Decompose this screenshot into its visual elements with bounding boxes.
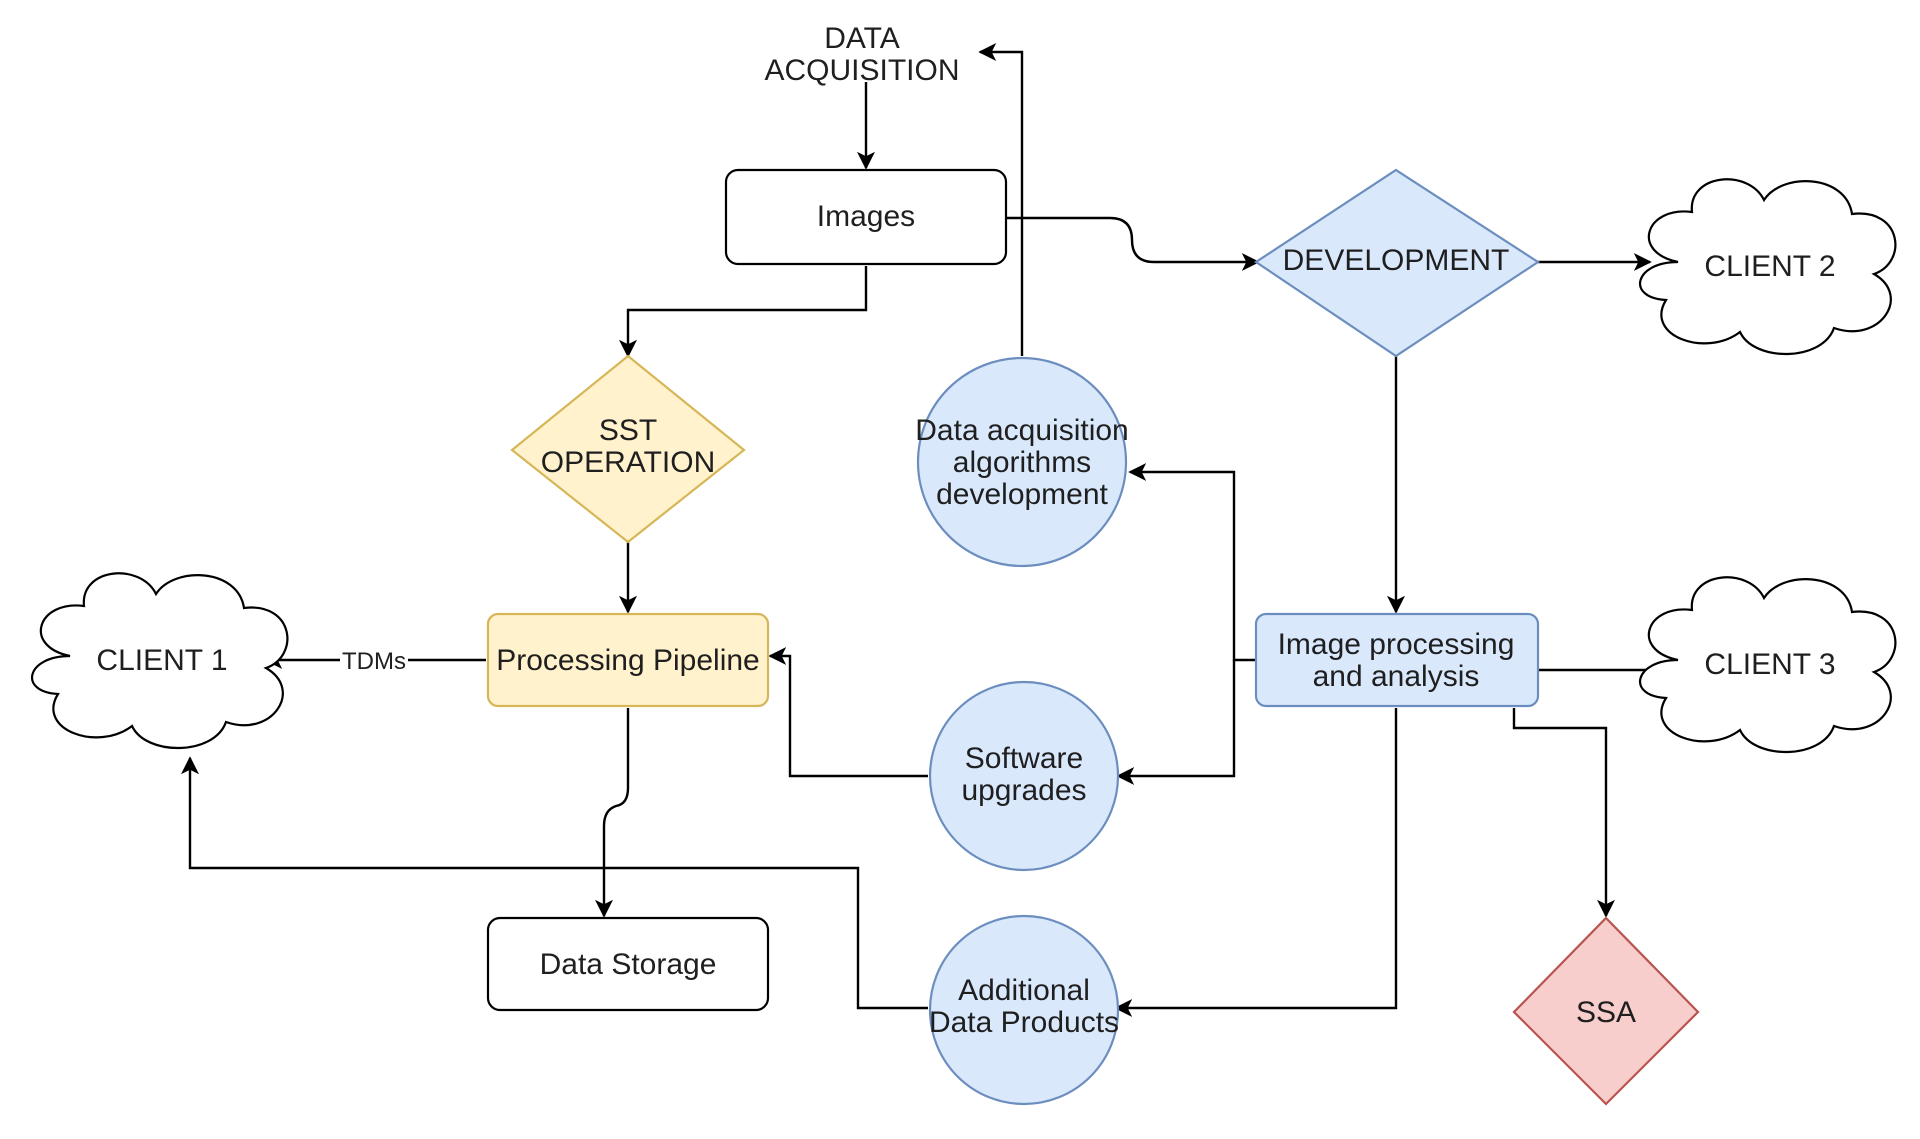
additional-data-products-label-line-2: Data Products bbox=[929, 1006, 1119, 1039]
edge-image-processing-to-software-upgrades bbox=[1116, 660, 1236, 785]
edge-algorithms-to-data-acquisition bbox=[978, 43, 1024, 356]
software-upgrades-label-line-1: Software bbox=[965, 742, 1083, 775]
edge-images-to-sst-operation bbox=[619, 266, 868, 358]
data-storage-box bbox=[486, 916, 770, 1012]
data-acquisition-algorithms-node[interactable]: Data acquisition algorithms development bbox=[915, 356, 1129, 568]
data-storage-label: Data Storage bbox=[540, 948, 717, 981]
node-layer: DATA ACQUISITION Images SST OPERATION Pr… bbox=[30, 22, 1897, 1106]
development-diamond bbox=[1254, 168, 1541, 358]
edge-image-processing-to-ssa bbox=[1512, 708, 1615, 918]
client1-label: CLIENT 1 bbox=[96, 644, 227, 677]
sst-operation-diamond bbox=[510, 354, 746, 544]
data-acquisition-algorithms-label-line-2: algorithms bbox=[953, 446, 1091, 479]
data-acquisition-algorithms-label-line-1: Data acquisition bbox=[915, 414, 1128, 447]
software-upgrades-label-line-2: upgrades bbox=[961, 774, 1086, 807]
additional-data-products-circle bbox=[928, 914, 1120, 1106]
data-acquisition-label-line-1: DATA bbox=[824, 22, 900, 55]
additional-data-products-label-line-1: Additional bbox=[958, 974, 1090, 1007]
sst-operation-label-line-2: OPERATION bbox=[541, 446, 715, 479]
edge-image-processing-to-algorithms bbox=[1128, 463, 1256, 662]
ssa-label: SSA bbox=[1576, 996, 1636, 1029]
ssa-diamond bbox=[1512, 916, 1700, 1106]
edge-images-to-development bbox=[1006, 216, 1260, 271]
data-acquisition-label-line-2: ACQUISITION bbox=[764, 54, 959, 87]
client2-label: CLIENT 2 bbox=[1704, 250, 1835, 283]
software-upgrades-circle bbox=[928, 680, 1120, 872]
ssa-node[interactable]: SSA bbox=[1512, 916, 1700, 1106]
client2-cloud bbox=[1638, 178, 1897, 356]
image-processing-label-line-2: and analysis bbox=[1313, 660, 1480, 693]
image-processing-node[interactable]: Image processing and analysis bbox=[1254, 612, 1540, 708]
processing-pipeline-box bbox=[486, 612, 770, 708]
image-processing-label-line-1: Image processing bbox=[1278, 628, 1515, 661]
edge-software-upgrades-to-processing-pipeline bbox=[768, 647, 928, 778]
client3-node[interactable]: CLIENT 3 bbox=[1638, 576, 1897, 754]
edge-label-tdms: TDMs bbox=[342, 648, 406, 675]
edge-processing-pipeline-to-data-storage bbox=[595, 708, 630, 918]
processing-pipeline-node[interactable]: Processing Pipeline bbox=[486, 612, 770, 708]
sst-operation-node[interactable]: SST OPERATION bbox=[510, 354, 746, 544]
software-upgrades-node[interactable]: Software upgrades bbox=[928, 680, 1120, 872]
images-box bbox=[724, 168, 1008, 266]
client3-label: CLIENT 3 bbox=[1704, 648, 1835, 681]
client1-node[interactable]: CLIENT 1 bbox=[30, 572, 289, 750]
data-storage-node[interactable]: Data Storage bbox=[486, 916, 770, 1012]
processing-pipeline-label: Processing Pipeline bbox=[496, 644, 759, 677]
images-node[interactable]: Images bbox=[724, 168, 1008, 266]
client1-cloud bbox=[30, 572, 289, 750]
development-label: DEVELOPMENT bbox=[1283, 244, 1510, 277]
connector-layer: TDMs bbox=[181, 43, 1678, 1017]
data-acquisition-algorithms-label-line-3: development bbox=[936, 478, 1108, 511]
edge-additional-data-products-to-client1 bbox=[181, 756, 928, 1010]
image-processing-box bbox=[1254, 612, 1540, 708]
data-acquisition-algorithms-circle bbox=[916, 356, 1128, 568]
data-acquisition-node: DATA ACQUISITION bbox=[764, 22, 959, 87]
images-label: Images bbox=[817, 200, 915, 233]
edge-image-processing-to-additional-data-products bbox=[1114, 708, 1398, 1017]
additional-data-products-node[interactable]: Additional Data Products bbox=[928, 914, 1120, 1106]
development-node[interactable]: DEVELOPMENT bbox=[1254, 168, 1541, 358]
client3-cloud bbox=[1638, 576, 1897, 754]
client2-node[interactable]: CLIENT 2 bbox=[1638, 178, 1897, 356]
sst-operation-label-line-1: SST bbox=[599, 414, 657, 447]
